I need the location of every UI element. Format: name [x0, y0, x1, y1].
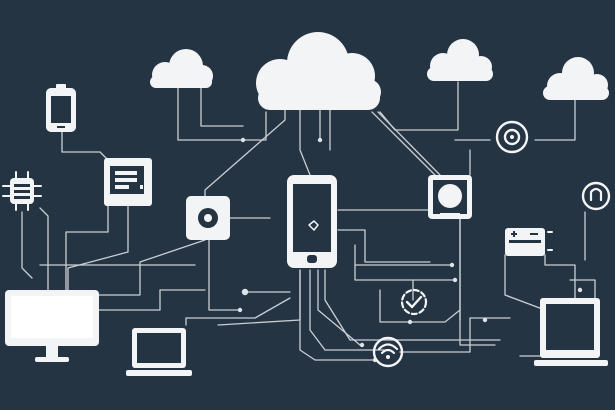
- junction-dot: [449, 262, 455, 268]
- at-sign-icon: [495, 120, 529, 154]
- cloud-icon: [543, 57, 609, 100]
- cloud-icon: [150, 49, 213, 88]
- at-sign-icon: [581, 181, 611, 211]
- junction-dot: [240, 137, 246, 143]
- chip-icon: [2, 171, 42, 211]
- server-icon: [505, 228, 553, 256]
- junction-dot: [452, 277, 458, 283]
- speaker-icon: [186, 196, 230, 240]
- router-icon: [104, 158, 152, 206]
- junction-dot: [237, 307, 243, 313]
- junction-dot: [407, 319, 413, 325]
- tablet-icon: [46, 84, 76, 132]
- laptop-icon: [126, 328, 192, 376]
- cloud-icon: [427, 39, 493, 81]
- wifi-icon: [372, 336, 404, 368]
- cloud-icon: [256, 32, 381, 110]
- junction-dot: [241, 288, 249, 296]
- checkmark-icon: [400, 288, 428, 316]
- junction-dot: [577, 287, 583, 293]
- monitor-icon: [5, 290, 99, 362]
- connection-lines: [21, 81, 596, 361]
- laptop-icon: [534, 298, 608, 366]
- junction-dot: [359, 342, 365, 348]
- globe-icon: [428, 175, 472, 219]
- junction-dot: [317, 137, 323, 143]
- smartphone-icon: [287, 175, 337, 268]
- junction-dot: [482, 317, 488, 323]
